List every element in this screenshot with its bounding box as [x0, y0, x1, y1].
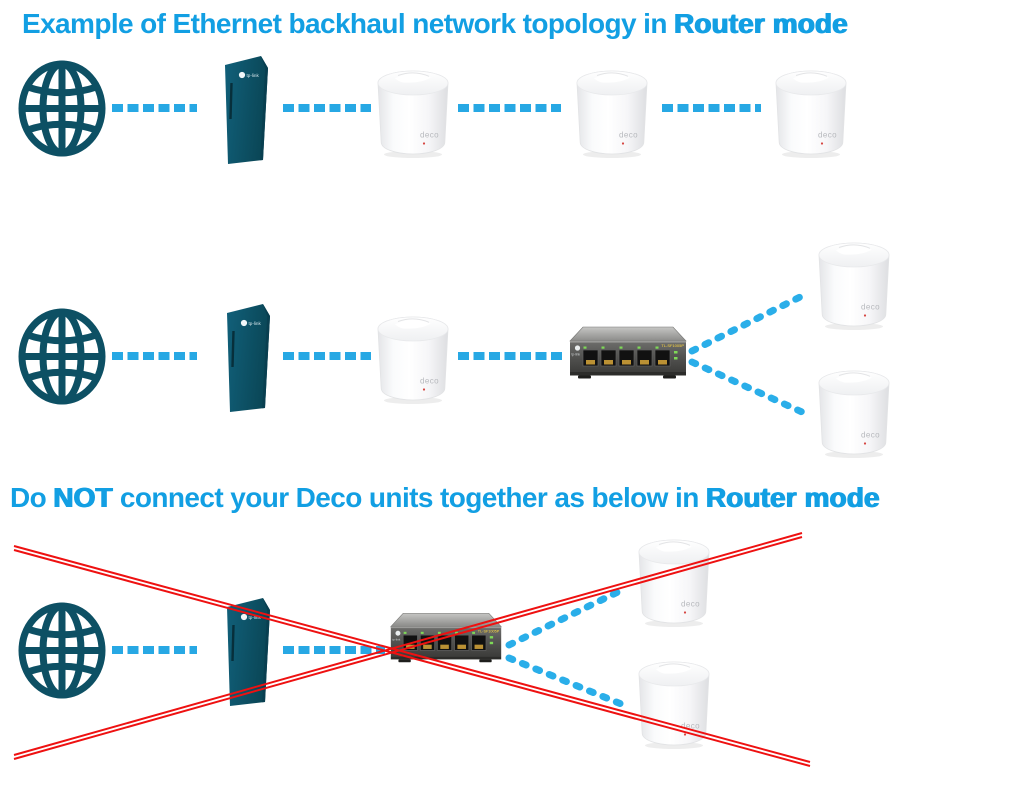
deco-unit-row1-1 — [374, 66, 452, 160]
deco-unit-row1-3 — [772, 66, 850, 160]
deco-unit-row2-1 — [374, 312, 452, 406]
title-top-regular: Example of Ethernet backhaul network top… — [22, 8, 675, 39]
ethernet-switch-row2 — [566, 324, 690, 382]
deco-unit-row3-upper — [635, 535, 713, 629]
deco-unit-row3-lower — [635, 657, 713, 751]
link-switch-deco-lower-row3 — [505, 654, 630, 710]
modem-row1 — [212, 55, 278, 165]
title-bottom-prefix: Do — [10, 482, 54, 513]
deco-unit-row2-lower — [815, 366, 893, 460]
title-bottom: Do NOT connect your Deco units together … — [10, 482, 880, 514]
internet-globe-row1 — [18, 60, 106, 157]
title-bottom-bold: Router mode — [705, 482, 880, 513]
internet-globe-row2 — [18, 308, 106, 405]
title-bottom-not: NOT — [53, 482, 113, 513]
internet-globe-row3 — [18, 602, 106, 699]
title-top: Example of Ethernet backhaul network top… — [22, 8, 848, 40]
title-top-bold: Router mode — [674, 8, 848, 39]
deco-unit-row2-upper — [815, 238, 893, 332]
link-switch-deco-upper-row2 — [688, 290, 810, 355]
title-bottom-middle: connect your Deco units together as belo… — [112, 482, 706, 513]
deco-unit-row1-2 — [573, 66, 651, 160]
ethernet-switch-row3 — [387, 610, 505, 666]
link-switch-deco-upper-row3 — [505, 584, 630, 649]
modem-row2 — [214, 303, 280, 413]
modem-row3 — [214, 597, 280, 707]
link-switch-deco-lower-row2 — [688, 358, 806, 416]
